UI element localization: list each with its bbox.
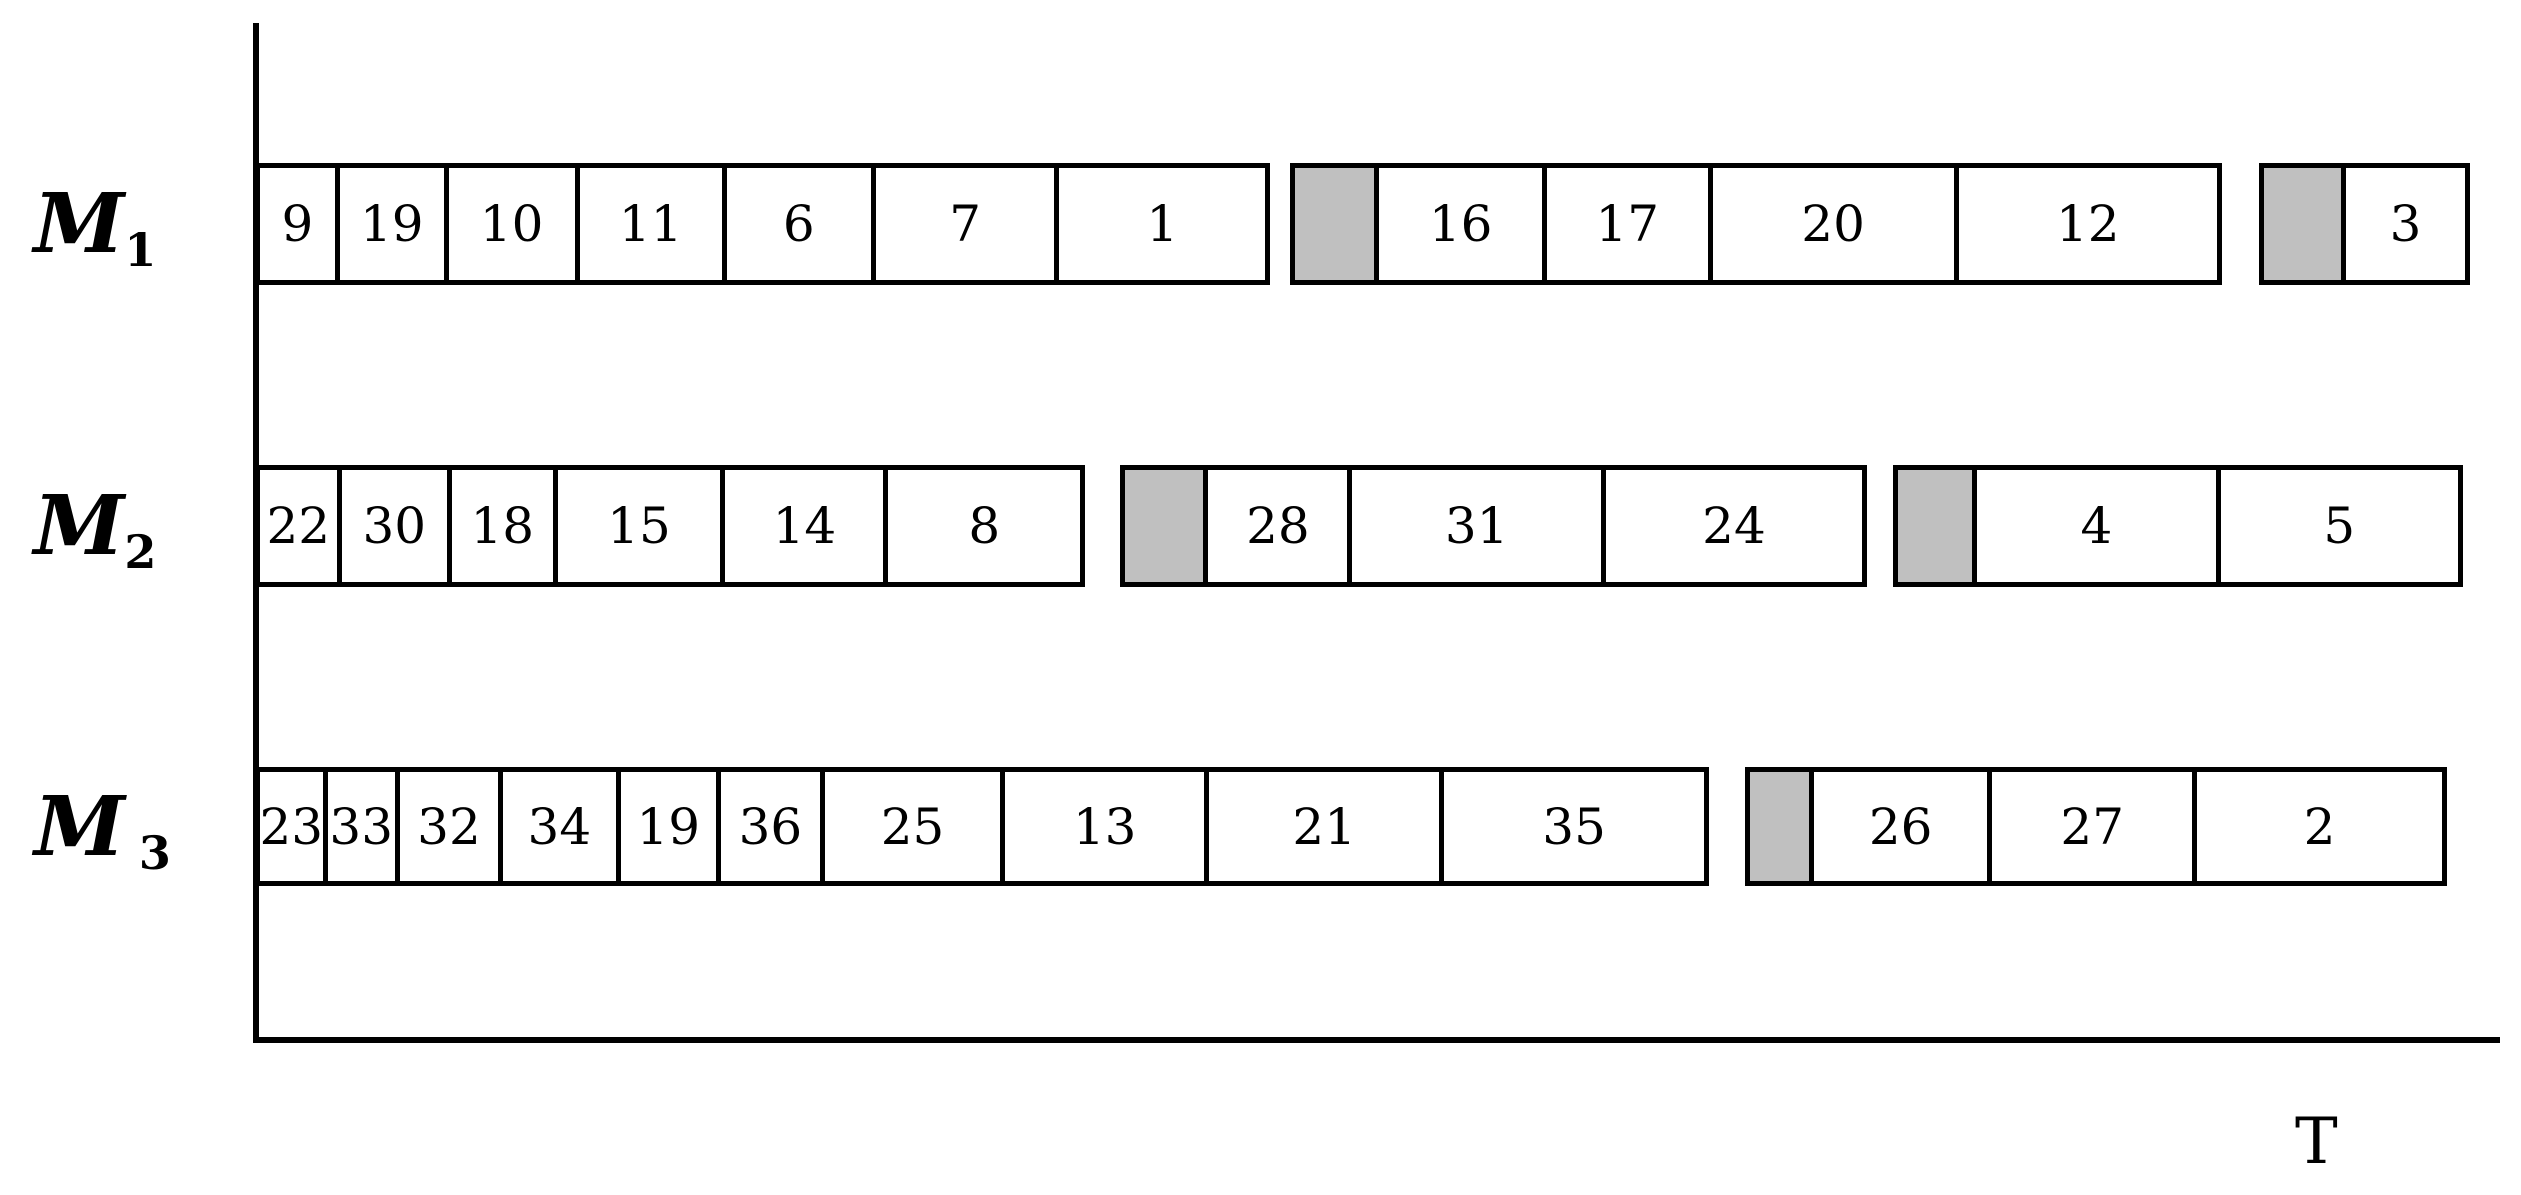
job-block-20: 20 [1713,168,1959,280]
job-block-23: 23 [260,772,328,881]
job-block-19: 19 [340,168,449,280]
machine-label-base: M [33,176,125,272]
idle-block [1125,470,1209,582]
job-block-18: 18 [452,470,558,582]
job-block-31: 31 [1352,470,1606,582]
job-block-4: 4 [1977,470,2221,582]
idle-block [1295,168,1380,280]
job-block-5: 5 [2323,497,2356,555]
job-block-7: 7 [876,168,1060,280]
machine-label-subscript: 3 [138,825,171,880]
job-block-13: 13 [1005,772,1210,881]
job-block-11: 11 [580,168,727,280]
job-block-15: 15 [558,470,726,582]
job-block-3: 3 [2389,195,2422,253]
job-block-16: 16 [1379,168,1547,280]
machine-label-subscript: 2 [124,525,157,579]
job-block-17: 17 [1547,168,1713,280]
idle-block [2264,168,2347,280]
job-block-30: 30 [342,470,452,582]
machine-label-base: M [34,778,125,875]
idle-block [1750,772,1814,881]
job-block-24: 24 [1702,497,1766,555]
job-block-32: 32 [400,772,504,881]
machine-label-subscript: 1 [124,223,157,277]
job-block-12: 12 [2055,195,2120,253]
job-block-27: 27 [1992,772,2198,881]
job-block-34: 34 [503,772,621,881]
x-axis-line [253,1037,2500,1043]
job-block-9: 9 [260,168,340,280]
job-block-6: 6 [727,168,876,280]
job-block-2: 2 [2303,797,2336,856]
job-block-33: 33 [328,772,400,881]
job-block-14: 14 [725,470,889,582]
job-block-25: 25 [825,772,1006,881]
idle-block [1898,470,1978,582]
job-block-19: 19 [621,772,721,881]
job-block-21: 21 [1209,772,1445,881]
job-block-35: 35 [1542,797,1606,856]
time-axis-label: T [2295,1105,2338,1179]
job-block-26: 26 [1814,772,1993,881]
job-block-28: 28 [1208,470,1353,582]
job-block-8: 8 [968,497,1001,555]
machine-label-base: M [33,478,125,574]
job-block-10: 10 [449,168,580,280]
job-block-36: 36 [721,772,825,881]
job-block-1: 1 [1146,195,1179,253]
job-block-22: 22 [260,470,342,582]
schedule-run-m1: 3 [2259,163,2470,285]
